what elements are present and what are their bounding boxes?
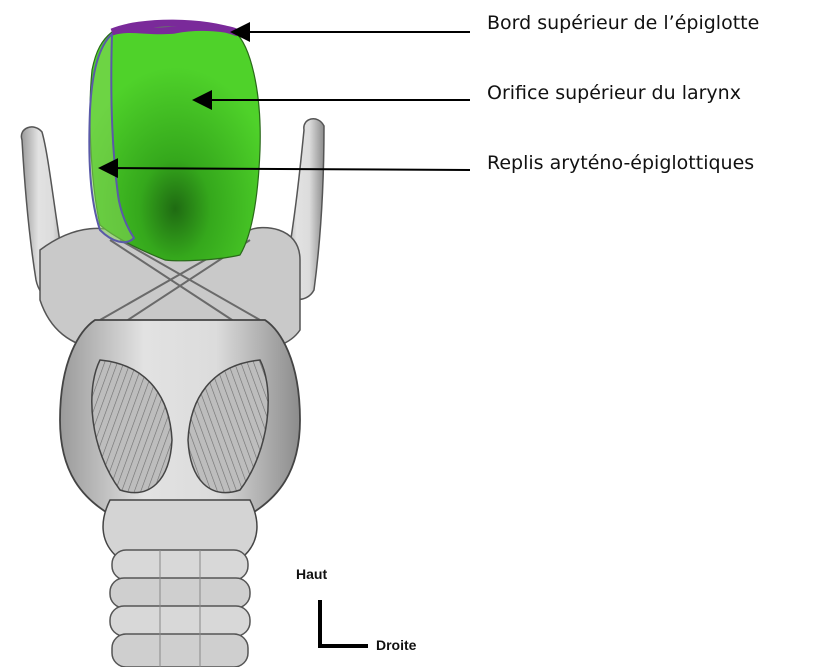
cricoid-cartilage bbox=[103, 500, 257, 555]
trachea bbox=[110, 550, 250, 667]
orientation-marker-icon bbox=[320, 600, 368, 646]
epiglottis-upper-edge bbox=[112, 23, 238, 33]
orientation-right-label: Droite bbox=[376, 637, 416, 653]
label-aryepiglottic-folds: Replis aryténo-épiglottiques bbox=[487, 152, 754, 174]
label-larynx-upper-orifice: Orifice supérieur du larynx bbox=[487, 82, 741, 104]
orientation-up-label: Haut bbox=[296, 566, 327, 582]
label-epiglottis-upper-edge: Bord supérieur de l’épiglotte bbox=[487, 12, 759, 34]
